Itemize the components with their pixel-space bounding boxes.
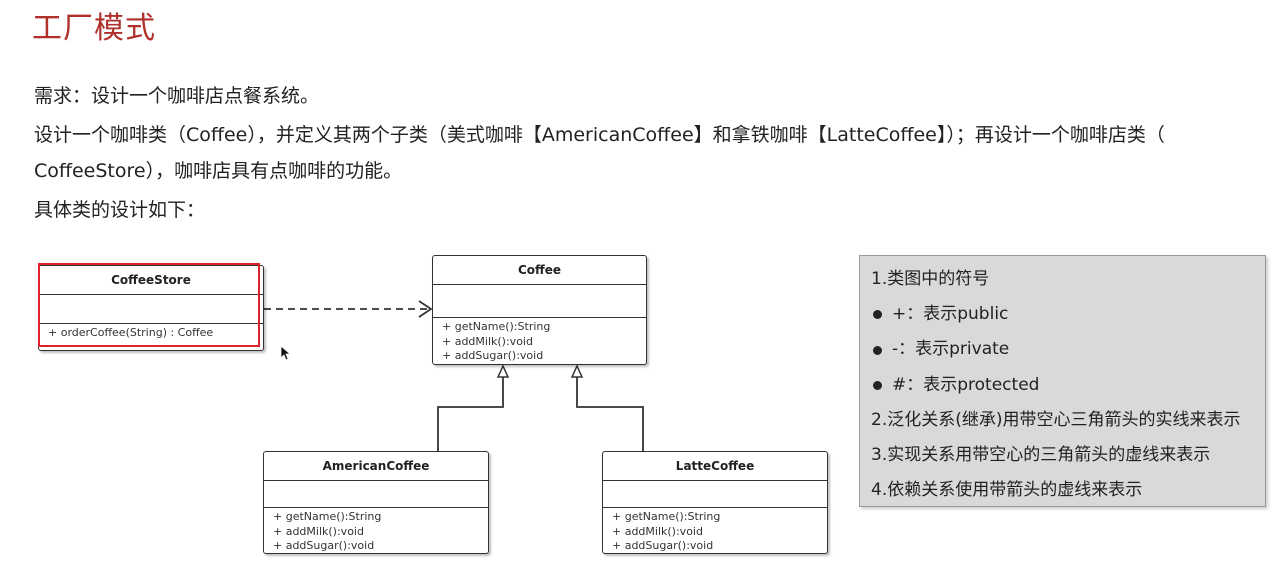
legend-symbol-text: -：表示private bbox=[892, 339, 1010, 360]
legend-symbol-text: +：表示public bbox=[892, 304, 1009, 325]
page-title: 工厂模式 bbox=[32, 11, 156, 46]
bullet-icon bbox=[873, 380, 882, 390]
generalization-line-latte bbox=[576, 377, 644, 451]
class-attributes bbox=[39, 295, 263, 324]
class-operations: + getName():String + addMilk():void + ad… bbox=[433, 318, 646, 364]
operation: + addMilk():void bbox=[273, 524, 364, 538]
mouse-cursor-icon bbox=[280, 345, 292, 361]
class-name: Coffee bbox=[433, 256, 646, 285]
legend-heading: 1.类图中的符号 bbox=[871, 269, 990, 289]
operation: + addSugar():void bbox=[612, 539, 714, 552]
generalization-arrowhead-latte bbox=[570, 364, 584, 378]
legend-note-generalization: 2.泛化关系(继承)用带空心三角箭头的实线来表示 bbox=[871, 409, 1241, 430]
class-attributes bbox=[433, 285, 646, 318]
operation: + addSugar():void bbox=[442, 349, 544, 362]
legend-symbol-text: #：表示protected bbox=[892, 374, 1040, 395]
legend-note-realization: 3.实现关系用带空心的三角箭头的虚线来表示 bbox=[871, 445, 1211, 466]
operation: + addMilk():void bbox=[612, 524, 703, 538]
generalization-arrowhead-american bbox=[496, 364, 510, 378]
bullet-icon bbox=[873, 345, 882, 355]
class-operations: + orderCoffee(String) : Coffee bbox=[39, 324, 263, 341]
class-name: LatteCoffee bbox=[603, 452, 827, 481]
operation: + addMilk():void bbox=[442, 334, 533, 348]
operation: + orderCoffee(String) : Coffee bbox=[48, 326, 214, 339]
legend-note-dependency: 4.依赖关系使用带箭头的虚线来表示 bbox=[871, 480, 1143, 501]
class-attributes bbox=[264, 481, 488, 508]
operation: + getName():String bbox=[442, 320, 551, 333]
legend-symbol-private: -：表示private bbox=[871, 332, 1265, 367]
description-line-1: 设计一个咖啡类（Coffee），并定义其两个子类（美式咖啡【AmericanCo… bbox=[34, 124, 1165, 146]
dependency-arrowhead bbox=[418, 300, 433, 318]
operation: + addSugar():void bbox=[273, 539, 375, 552]
class-name: AmericanCoffee bbox=[264, 452, 488, 481]
class-latte-coffee: LatteCoffee + getName():String + addMilk… bbox=[602, 451, 828, 554]
class-operations: + getName():String + addMilk():void + ad… bbox=[603, 508, 827, 554]
bullet-icon bbox=[873, 310, 882, 320]
operation: + getName():String bbox=[612, 510, 721, 523]
description-line-2: CoffeeStore），咖啡店具有点咖啡的功能。 bbox=[34, 160, 403, 182]
generalization-line-american bbox=[437, 377, 504, 451]
legend-box: 1.类图中的符号 +：表示public -：表示private #：表示prot… bbox=[859, 255, 1266, 507]
class-coffee: Coffee + getName():String + addMilk():vo… bbox=[432, 255, 647, 365]
class-coffee-store: CoffeeStore + orderCoffee(String) : Coff… bbox=[38, 265, 264, 351]
legend-symbol-public: +：表示public bbox=[871, 297, 1265, 332]
class-american-coffee: AmericanCoffee + getName():String + addM… bbox=[263, 451, 489, 554]
class-name: CoffeeStore bbox=[39, 266, 263, 295]
requirement-text: 需求：设计一个咖啡店点餐系统。 bbox=[34, 85, 320, 107]
operation: + getName():String bbox=[273, 510, 382, 523]
class-operations: + getName():String + addMilk():void + ad… bbox=[264, 508, 488, 554]
spec-text: 具体类的设计如下： bbox=[34, 199, 206, 221]
legend-symbol-protected: #：表示protected bbox=[871, 368, 1265, 403]
class-attributes bbox=[603, 481, 827, 508]
